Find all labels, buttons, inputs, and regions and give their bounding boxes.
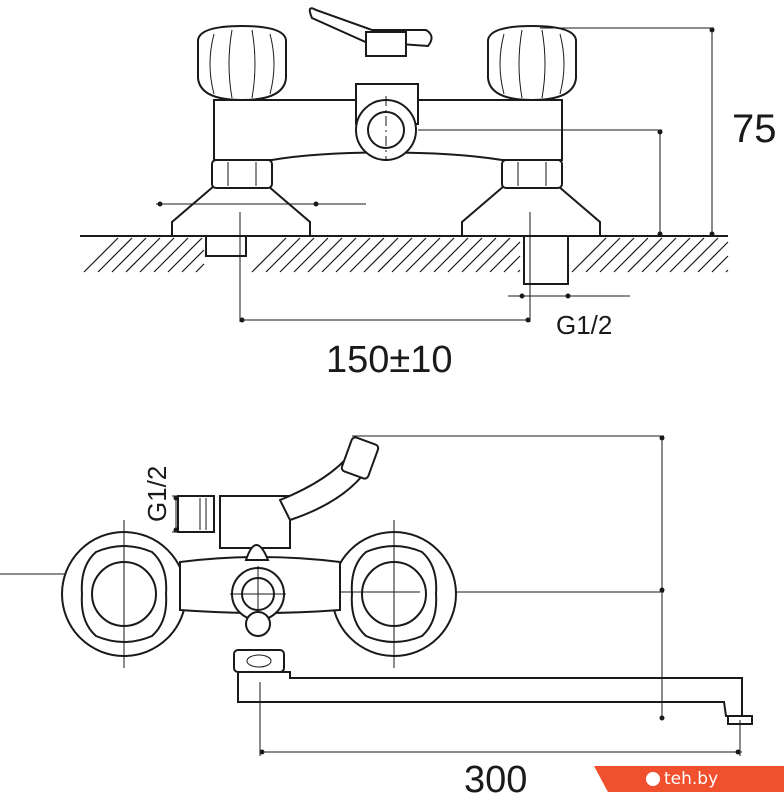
hatch-line bbox=[461, 237, 497, 273]
left-nut bbox=[211, 159, 273, 189]
right-handle bbox=[487, 24, 577, 102]
spout-length-label: 300 bbox=[464, 759, 527, 800]
hatch-line bbox=[125, 237, 161, 273]
hatch-line bbox=[167, 237, 203, 273]
hatch-line bbox=[571, 237, 607, 273]
hatch-line bbox=[363, 237, 399, 273]
hatch-line bbox=[725, 269, 729, 273]
hatch-line bbox=[391, 237, 427, 273]
hatch-line bbox=[153, 237, 189, 273]
hatch-line bbox=[517, 269, 521, 273]
shower-thread-plan bbox=[177, 495, 215, 533]
hatch-line bbox=[293, 237, 329, 273]
hatch-line bbox=[599, 237, 635, 273]
hatch-line bbox=[697, 241, 729, 273]
hatch-line bbox=[683, 237, 719, 273]
hatch-line bbox=[181, 249, 205, 273]
hatch-line bbox=[279, 237, 315, 273]
plan-view: 300 G1/2 bbox=[0, 435, 753, 800]
hatch-line bbox=[265, 237, 301, 273]
hatch-line bbox=[139, 237, 175, 273]
right-base-flange bbox=[461, 185, 601, 237]
hatch-line bbox=[335, 237, 371, 273]
hatch-line bbox=[83, 237, 119, 273]
hatch-line bbox=[321, 237, 357, 273]
hatch-line bbox=[111, 237, 147, 273]
hatch-line bbox=[433, 237, 469, 273]
diverter-knob-plan bbox=[244, 544, 270, 561]
front-view: 75 150±10 G1/2 bbox=[80, 7, 777, 381]
left-base-flange bbox=[171, 185, 311, 237]
hatch-line bbox=[489, 241, 521, 273]
hatch-line bbox=[655, 237, 691, 273]
hatch-line bbox=[585, 237, 621, 273]
thread-top-label: G1/2 bbox=[556, 310, 612, 340]
spout-nut bbox=[233, 649, 285, 673]
hatch-line bbox=[405, 237, 441, 273]
hatch-line bbox=[447, 237, 483, 273]
height-dimension-label: 75 bbox=[732, 107, 777, 151]
hatch-line bbox=[251, 237, 287, 273]
hatch-line bbox=[503, 255, 521, 273]
wall-hatching bbox=[83, 237, 729, 273]
hatch-line bbox=[419, 237, 455, 273]
logo-dot-icon bbox=[646, 772, 660, 786]
hatch-line bbox=[195, 263, 205, 273]
hatch-line bbox=[349, 237, 385, 273]
lever-hub bbox=[365, 31, 407, 57]
hatch-line bbox=[669, 237, 705, 273]
right-inlet-pipe bbox=[523, 235, 569, 285]
hatch-line bbox=[377, 237, 413, 273]
watermark-text: teh.by bbox=[664, 769, 719, 789]
center-distance-label: 150±10 bbox=[326, 339, 453, 381]
spout-plan bbox=[237, 671, 743, 717]
shower-outlet-block bbox=[219, 495, 291, 549]
hatch-line bbox=[711, 255, 729, 273]
left-handle bbox=[197, 24, 287, 102]
hatch-line bbox=[475, 237, 511, 273]
left-inlet-pipe bbox=[205, 235, 247, 257]
right-nut bbox=[501, 159, 563, 189]
hatch-line bbox=[627, 237, 663, 273]
hatch-line bbox=[641, 237, 677, 273]
thread-side-label: G1/2 bbox=[142, 466, 172, 522]
hatch-line bbox=[613, 237, 649, 273]
watermark-badge: teh.by bbox=[594, 766, 784, 792]
hatch-line bbox=[307, 237, 343, 273]
hatch-line bbox=[97, 237, 133, 273]
